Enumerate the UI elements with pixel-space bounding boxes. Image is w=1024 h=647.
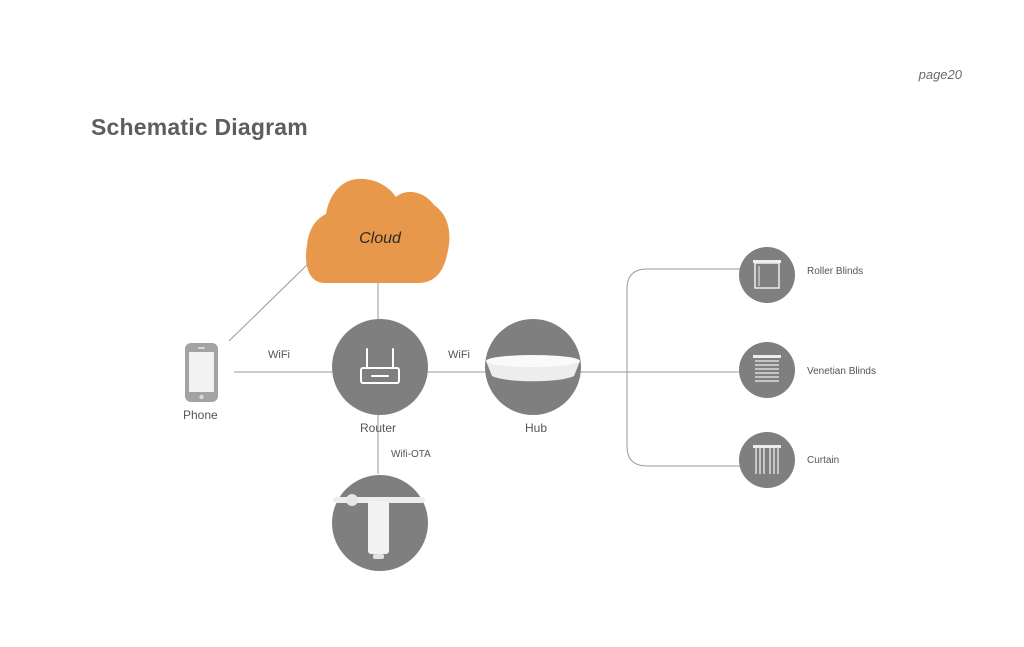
connector-lines (228, 262, 740, 474)
hub-label: Hub (525, 421, 548, 435)
wifi-label-router-hub: WiFi (448, 349, 470, 361)
smartphone-icon (185, 343, 218, 402)
line-branch-lower (626, 372, 740, 467)
cloud-label: Cloud (359, 230, 401, 247)
page-title: Schematic Diagram (91, 114, 308, 140)
curtain-motor-icon (332, 475, 428, 571)
device-label-curtain: Curtain (807, 455, 840, 466)
venetian-blind-icon (739, 342, 795, 398)
curtain-icon (739, 432, 795, 488)
device-label-roller-blinds: Roller Blinds (807, 266, 864, 277)
page-number: page20 (918, 67, 962, 82)
line-branch-upper (626, 268, 740, 372)
router-label: Router (360, 421, 397, 435)
phone-label: Phone (183, 408, 218, 422)
hub-icon (485, 319, 581, 415)
router-icon (332, 319, 428, 415)
device-label-venetian-blinds: Venetian Blinds (807, 366, 876, 377)
wifi-ota-label: Wifi-OTA (391, 449, 431, 460)
roller-blind-icon (739, 247, 795, 303)
line-phone-cloud (228, 262, 310, 342)
wifi-label-phone-router: WiFi (268, 349, 290, 361)
cloud-icon (305, 178, 450, 283)
